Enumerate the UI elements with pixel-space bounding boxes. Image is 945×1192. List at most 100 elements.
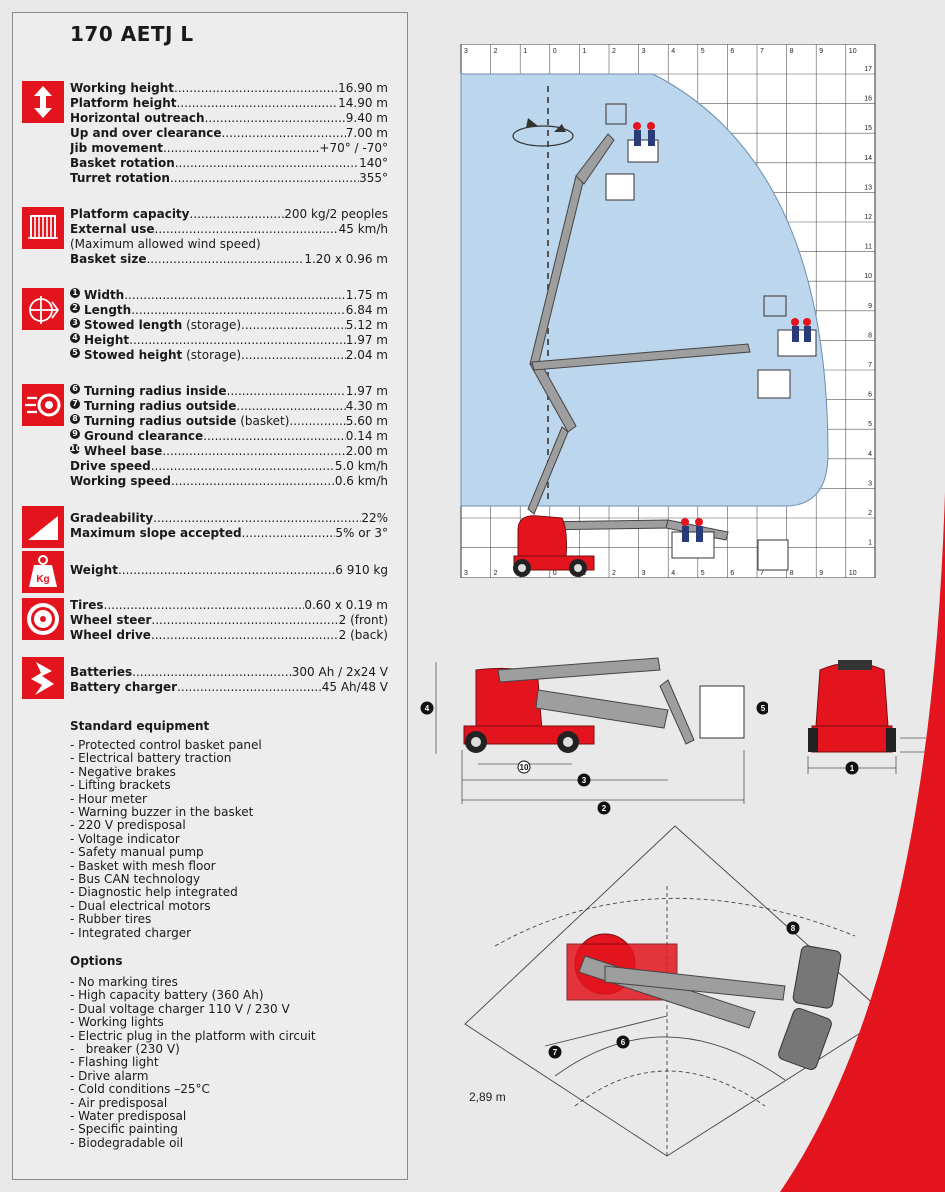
axis-tick-label: 3 bbox=[642, 570, 646, 577]
working-range-diagram: 3210123456789103210123456789101716151413… bbox=[460, 44, 876, 578]
options-list: No marking tiresHigh capacity battery (3… bbox=[70, 975, 316, 1150]
spec-label: Gradeability bbox=[70, 511, 154, 525]
spec-value: 14.90 m bbox=[338, 96, 388, 110]
spec-label: Length bbox=[84, 303, 132, 317]
equipment-item: Diagnostic help integrated bbox=[70, 886, 262, 900]
axis-tick-label: 10 bbox=[849, 570, 857, 577]
spec-value: 6.84 m bbox=[345, 303, 388, 317]
dimension-marker: 6 bbox=[616, 1035, 630, 1049]
spec-row: Platform capacity200 kg/2 peoples bbox=[70, 207, 388, 222]
dimension-marker: 4 bbox=[70, 333, 80, 343]
spec-value: 2.04 m bbox=[345, 348, 388, 362]
spec-label: Working speed bbox=[70, 474, 171, 488]
spec-row: Platform height 14.90 m bbox=[70, 96, 388, 111]
spec-value: 0.60 x 0.19 m bbox=[304, 598, 388, 612]
standard-equipment-list: Protected control basket panelElectrical… bbox=[70, 738, 262, 940]
options-title: Options bbox=[70, 954, 123, 968]
spec-label: Turning radius outside bbox=[84, 414, 237, 428]
spec-row: Working speed0.6 km/h bbox=[70, 474, 388, 489]
spec-value: 5.60 m bbox=[345, 414, 388, 428]
svg-text:5: 5 bbox=[761, 704, 766, 713]
leader-dots bbox=[151, 613, 338, 628]
svg-text:4: 4 bbox=[425, 704, 430, 713]
leader-dots bbox=[177, 680, 322, 695]
leader-dots bbox=[153, 511, 361, 526]
model-title: 170 AETJ L bbox=[70, 22, 194, 46]
spec-label: Batteries bbox=[70, 665, 133, 679]
leader-dots bbox=[289, 414, 345, 429]
axis-tick-label: 1 bbox=[868, 540, 872, 547]
spec-row: Basket rotation140° bbox=[70, 156, 388, 171]
boom-raised bbox=[527, 133, 615, 515]
spec-label: Wheel steer bbox=[70, 613, 152, 627]
dimension-marker: 7 bbox=[70, 399, 80, 409]
equipment-item: Bus CAN technology bbox=[70, 872, 262, 886]
spec-row: Horizontal outreach9.40 m bbox=[70, 111, 388, 126]
equipment-item: Hour meter bbox=[70, 792, 262, 806]
tire-icon bbox=[22, 598, 64, 640]
spec-label: Drive speed bbox=[70, 459, 151, 473]
axis-tick-label: 4 bbox=[671, 48, 675, 55]
spec-row: Batteries300 Ah / 2x24 V bbox=[70, 665, 388, 680]
spec-value: 22% bbox=[361, 511, 388, 525]
axis-tick-label: 6 bbox=[868, 392, 872, 399]
spec-value: 0.14 m bbox=[345, 429, 388, 443]
equipment-item: Drive alarm bbox=[70, 1069, 316, 1083]
spec-row: External use45 km/h bbox=[70, 222, 388, 237]
weight-kg-icon: Kg bbox=[22, 551, 64, 593]
spec-label: Turret rotation bbox=[70, 171, 170, 185]
brand-red-swoosh bbox=[780, 492, 945, 1192]
spec-row: Working height16.90 m bbox=[70, 81, 388, 96]
spec-value: 355° bbox=[359, 171, 388, 185]
spec-value: 6 910 kg bbox=[335, 563, 388, 577]
spec-row: Wheel drive2 (back) bbox=[70, 628, 388, 643]
weight-kg-label: Kg bbox=[36, 574, 49, 585]
spec-value: 2 (back) bbox=[338, 628, 388, 642]
equipment-item: Warning buzzer in the basket bbox=[70, 805, 262, 819]
spec-label: External use bbox=[70, 222, 155, 236]
spec-value: 16.90 m bbox=[338, 81, 388, 95]
basket-icon bbox=[22, 207, 64, 249]
equipment-item: High capacity battery (360 Ah) bbox=[70, 988, 316, 1002]
spec-note: (storage) bbox=[182, 318, 242, 332]
leader-dots bbox=[242, 526, 336, 541]
spec-label: Width bbox=[84, 288, 125, 302]
equipment-item: Integrated charger bbox=[70, 926, 262, 940]
slope-specs: Gradeability22%Maximum slope accepted5% … bbox=[70, 511, 388, 541]
leader-dots bbox=[171, 474, 335, 489]
spec-label: Jib movement bbox=[70, 141, 163, 155]
equipment-item: Rubber tires bbox=[70, 912, 262, 926]
dimension-marker: 8 bbox=[786, 921, 800, 935]
leader-dots bbox=[131, 303, 346, 318]
leader-dots bbox=[170, 171, 359, 186]
spec-label: Basket size bbox=[70, 252, 147, 266]
equipment-item: Basket with mesh floor bbox=[70, 859, 262, 873]
spec-value: 1.75 m bbox=[345, 288, 388, 302]
axis-tick-label: 6 bbox=[730, 48, 734, 55]
leader-dots bbox=[146, 252, 304, 267]
spec-value: 7.00 m bbox=[345, 126, 388, 140]
equipment-item: No marking tires bbox=[70, 975, 316, 989]
spec-row: Jib movement+70° / -70° bbox=[70, 141, 388, 156]
dimension-marker: 5 bbox=[756, 701, 768, 715]
spec-note: (Maximum allowed wind speed) bbox=[70, 237, 261, 251]
dimension-marker: 5 bbox=[70, 348, 80, 358]
axis-tick-label: 16 bbox=[864, 96, 872, 103]
spec-value: 2.00 m bbox=[345, 444, 388, 458]
axis-tick-label: 12 bbox=[864, 214, 872, 221]
dimension-marker: 9 bbox=[70, 429, 80, 439]
axis-tick-label: 9 bbox=[819, 48, 823, 55]
leader-dots bbox=[162, 444, 345, 459]
spec-label: Platform height bbox=[70, 96, 177, 110]
spec-value: 5% or 3° bbox=[335, 526, 388, 540]
leader-dots bbox=[241, 318, 346, 333]
boom-horizontal bbox=[531, 343, 751, 371]
